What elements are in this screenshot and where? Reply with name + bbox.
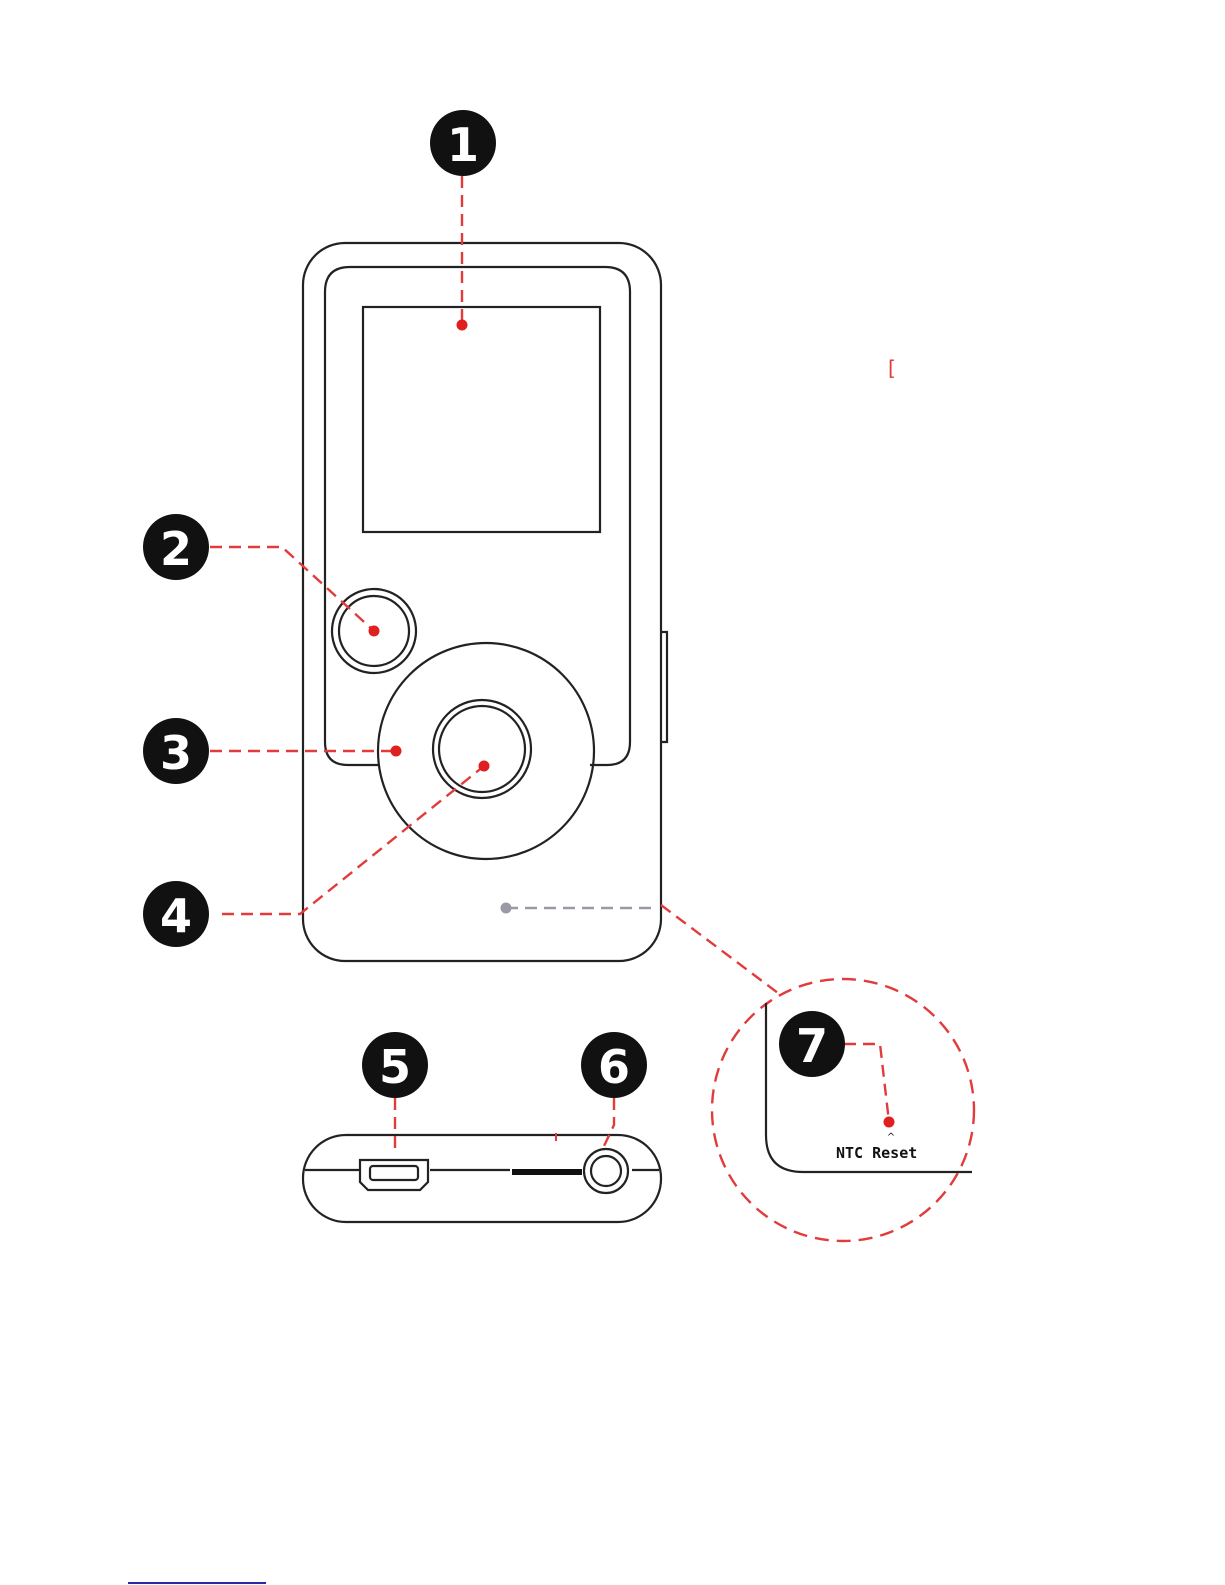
dot-7 [884,1117,895,1128]
center-button-inner [439,706,525,792]
leader-2 [210,547,374,631]
svg-text:1: 1 [447,118,479,172]
footer-rule [128,1582,266,1584]
device-bezel-outline [325,267,630,765]
usb-port-inner [370,1166,418,1180]
dot-1 [457,320,468,331]
svg-text:2: 2 [160,522,192,576]
headphone-jack-inner [591,1156,621,1186]
svg-text:3: 3 [160,726,192,780]
svg-text:5: 5 [379,1040,411,1094]
screen [363,307,600,532]
leader-6 [604,1098,614,1146]
leader-7-inner [844,1044,889,1122]
reset-detail: NTC Reset ^ [ [712,356,974,1241]
stray-mark: [ [888,356,896,380]
callout-4: 4 [143,881,209,947]
svg-text:4: 4 [160,889,192,943]
callout-1: 1 [430,110,496,176]
dot-7-grey [501,903,512,914]
device-bottom-view [303,1133,661,1222]
leader-lines [210,176,889,1155]
callout-6: 6 [581,1032,647,1098]
callout-3: 3 [143,718,209,784]
svg-text:7: 7 [796,1019,828,1073]
device-body-outline [303,243,661,961]
callout-5: 5 [362,1032,428,1098]
reset-caret-icon: ^ [887,1132,895,1143]
leader-4 [222,766,484,914]
device-front-view [303,243,667,961]
callout-7: 7 [779,1011,845,1077]
zoom-circle [712,979,974,1241]
leader-7-zoom [661,905,782,996]
reset-label: NTC Reset [836,1144,917,1162]
center-button-outer [433,700,531,798]
dot-3 [391,746,402,757]
dot-2 [369,626,380,637]
callout-2: 2 [143,514,209,580]
svg-text:6: 6 [598,1040,630,1094]
dot-4 [479,761,490,772]
